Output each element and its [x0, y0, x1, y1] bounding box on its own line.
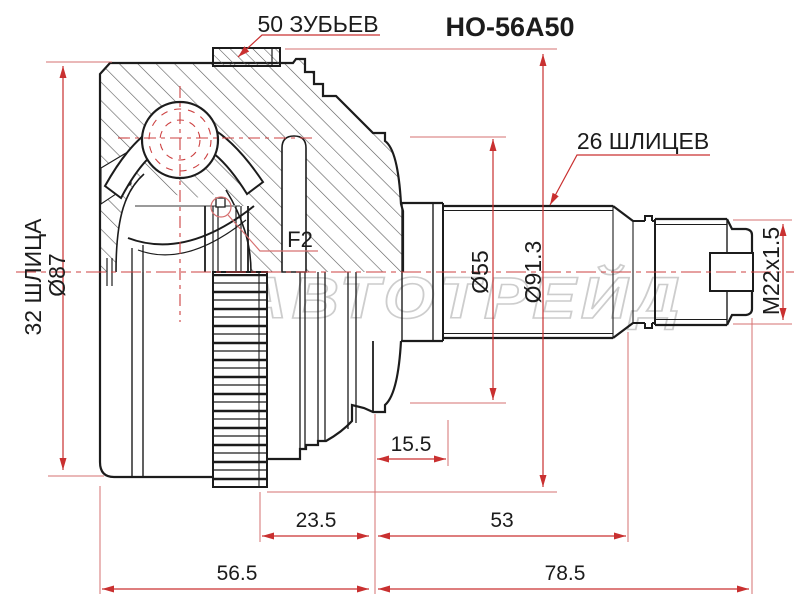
dim-ring-to-body-label: 23.5 — [296, 509, 337, 532]
dim-body-length-label: 56.5 — [217, 562, 258, 585]
leader-teeth-count — [237, 34, 380, 58]
abs-ring-teeth — [212, 271, 268, 488]
centerlines — [16, 86, 794, 322]
dimension-lines — [59, 34, 787, 593]
inner-spline-count-label: 32 ШЛИЦА — [20, 218, 46, 336]
joint-body-section — [98, 57, 405, 273]
f2-detail-circle — [210, 196, 232, 218]
body-diameter-label: Ø87 — [44, 253, 70, 296]
part-number-label: HO-56A50 — [445, 12, 574, 42]
shaft — [401, 201, 754, 343]
teeth-count-label: 50 ЗУБЬЕВ — [257, 11, 378, 37]
snap-ring-groove — [215, 197, 226, 208]
thread-size-label: M22x1.5 — [758, 227, 784, 315]
abs-ring-diameter-label: Ø91.3 — [520, 241, 546, 304]
dim-boot-seat-label: 15.5 — [391, 433, 432, 456]
leader-outer-splines — [549, 154, 710, 206]
f2-note-label: F2 — [287, 227, 313, 252]
outer-spline-count-label: 26 ШЛИЦЕВ — [577, 128, 709, 154]
leader-f2-note — [227, 214, 318, 252]
abs-ring-section — [212, 47, 281, 67]
watermark-text: АВТОТРЕЙД — [237, 265, 684, 331]
dim-shaft-length-label: 53 — [490, 509, 513, 532]
extension-lines — [46, 48, 792, 594]
joint-body-exterior — [98, 258, 403, 479]
shaft-diameter-label: Ø55 — [467, 250, 493, 293]
dim-shaft-total-label: 78.5 — [545, 562, 586, 585]
